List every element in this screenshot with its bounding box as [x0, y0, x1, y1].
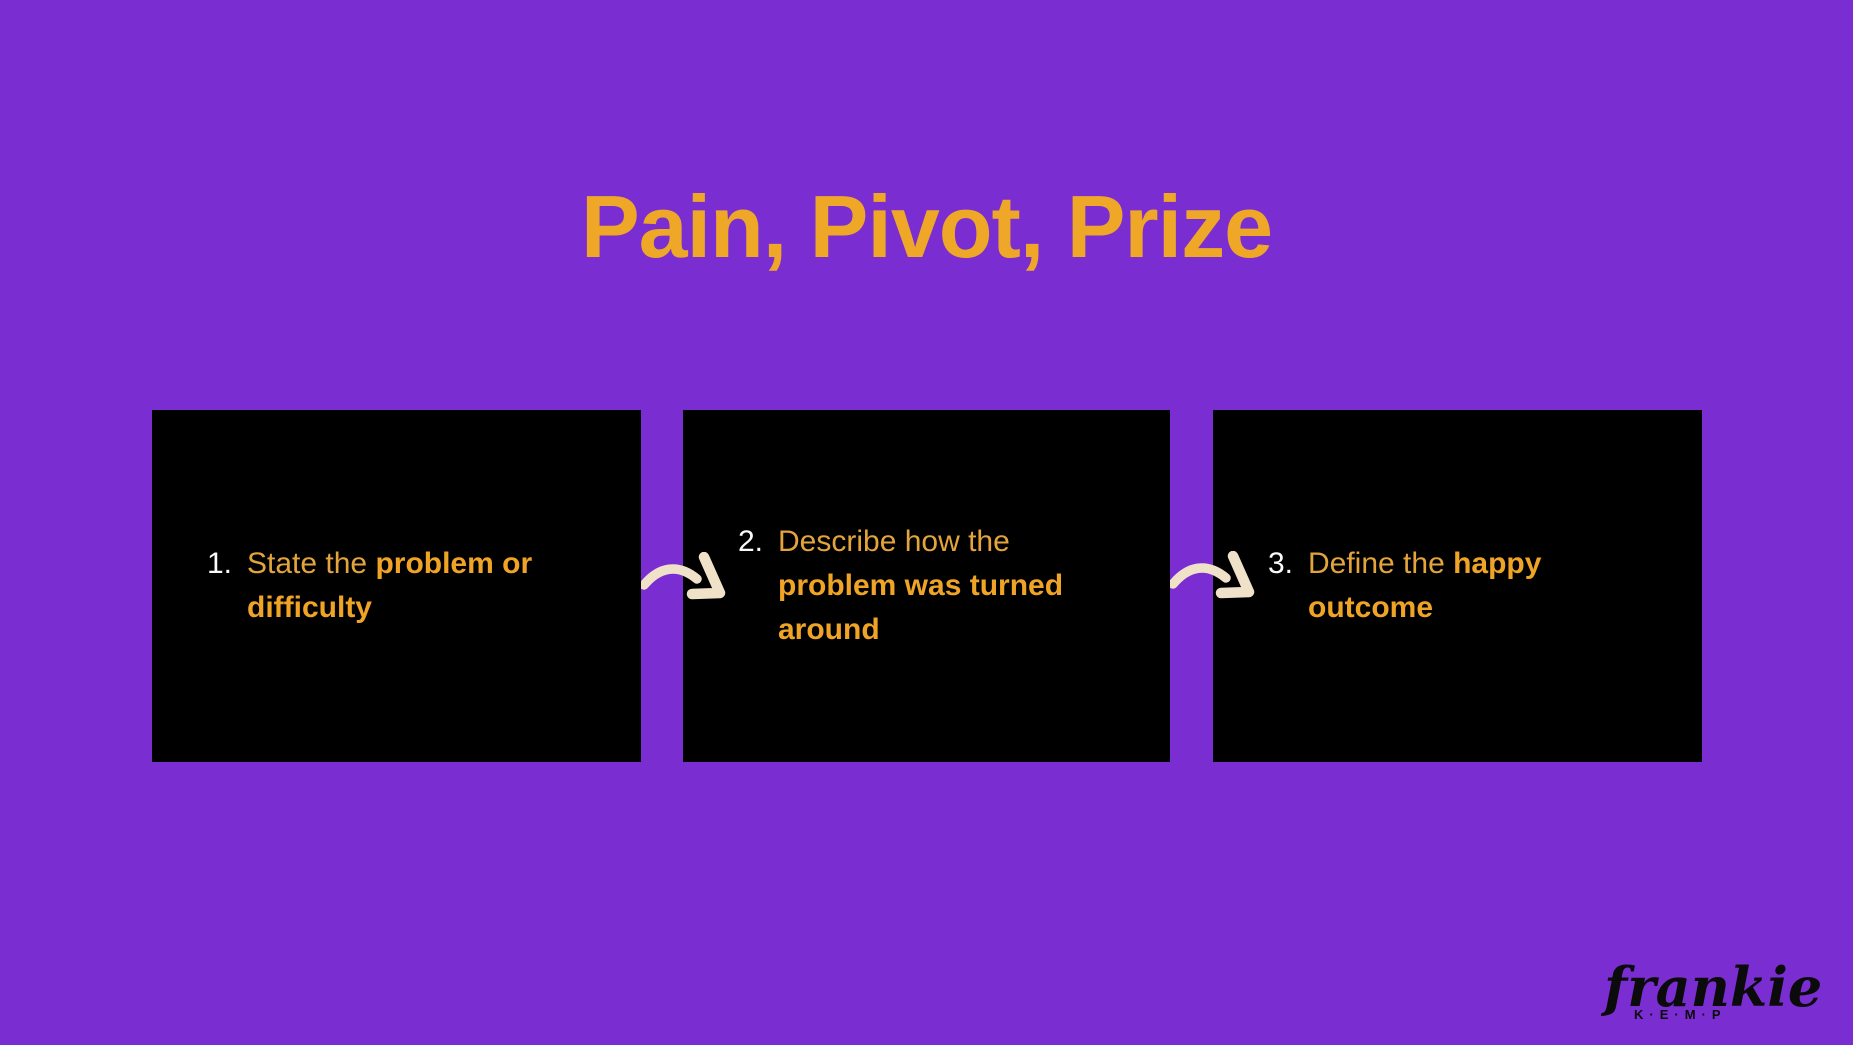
step-number-2: 2. [738, 525, 764, 558]
step-text-emphasis: problem was turned around [778, 569, 1064, 646]
step-item-2: 2. Describe how the problem was turned a… [683, 520, 1128, 652]
curved-arrow-icon [641, 552, 726, 600]
step-card-1: 1. State the problem or difficulty [152, 410, 641, 762]
step-item-3: 3. Define the happy outcome [1213, 542, 1658, 630]
curved-arrow-icon [1170, 551, 1255, 599]
step-text-lead: State the [247, 547, 376, 580]
step-number-1: 1. [207, 547, 233, 580]
logo-letters-text: K·E·M·P [1634, 1007, 1727, 1022]
step-text-emphasis: happy outcome [1308, 547, 1542, 624]
step-text-3: Define the happy outcome [1308, 542, 1658, 630]
step-card-3: 3. Define the happy outcome [1213, 410, 1702, 762]
step-number-3: 3. [1268, 547, 1294, 580]
frankie-kemp-logo: frankie K·E·M·P [1604, 960, 1822, 1022]
step-text-emphasis: problem or difficulty [247, 547, 533, 624]
logo-script-text: frankie [1604, 955, 1823, 1019]
step-item-1: 1. State the problem or difficulty [152, 542, 597, 630]
step-card-2: 2. Describe how the problem was turned a… [683, 410, 1170, 762]
step-text-lead: Describe how the [778, 525, 1010, 558]
step-text-lead: Define the [1308, 547, 1454, 580]
page-title: Pain, Pivot, Prize [580, 177, 1273, 276]
step-text-2: Describe how the problem was turned arou… [778, 520, 1128, 652]
step-text-1: State the problem or difficulty [247, 542, 597, 630]
